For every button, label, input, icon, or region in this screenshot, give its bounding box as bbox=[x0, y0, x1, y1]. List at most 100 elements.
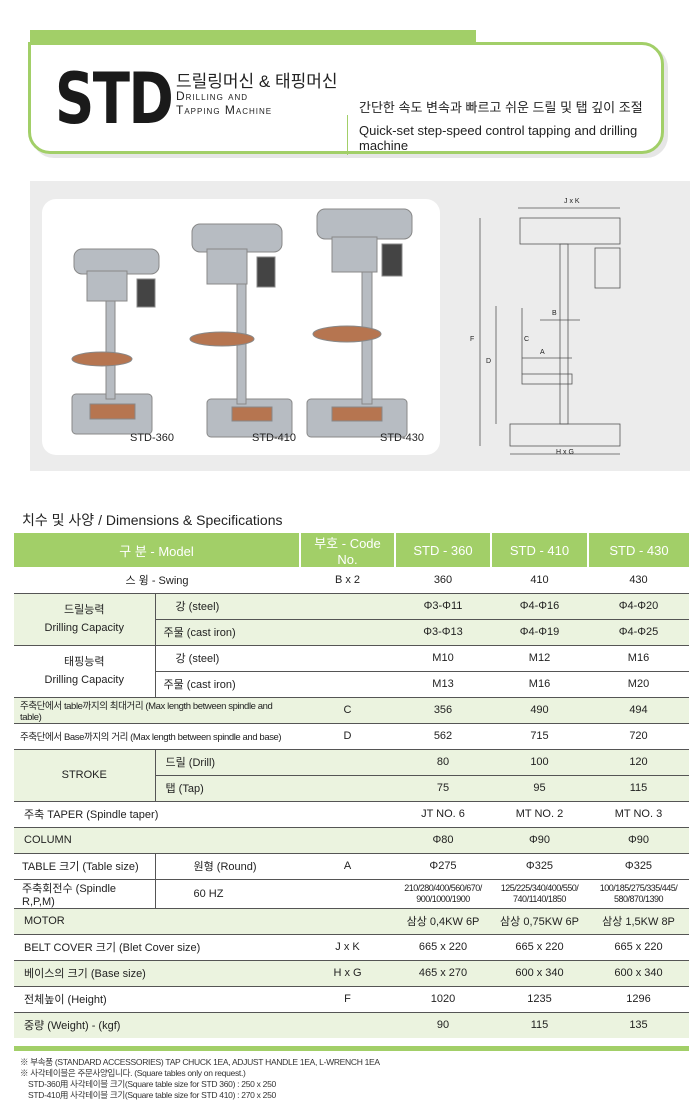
label-kr: 드릴능력 bbox=[64, 604, 105, 616]
rpm-line: 210/280/400/560/670/ bbox=[404, 882, 482, 893]
code bbox=[300, 775, 395, 802]
divider bbox=[347, 115, 348, 155]
label-c: C bbox=[524, 336, 530, 343]
header-std430: STD - 430 bbox=[588, 533, 689, 567]
sub-label: 주물 (cast iron) bbox=[155, 619, 300, 646]
value: 210/280/400/560/670/900/1000/1900 bbox=[395, 879, 491, 909]
title-en-line1: Drilling and bbox=[176, 89, 249, 103]
caption-std-430: STD-430 bbox=[380, 432, 425, 444]
product-photos: STD-360 STD-410 STD-430 bbox=[42, 199, 440, 455]
value: 100 bbox=[491, 749, 588, 776]
code: F bbox=[300, 986, 395, 1013]
value: Φ275 bbox=[395, 853, 491, 880]
rpm-line: 740/1140/1850 bbox=[513, 893, 566, 904]
machine-std-360 bbox=[71, 248, 160, 435]
value: 430 bbox=[588, 567, 689, 594]
code bbox=[300, 1012, 395, 1038]
value: 1235 bbox=[491, 986, 588, 1013]
rpm-line: 125/225/340/400/550/ bbox=[500, 882, 579, 893]
value: 90 bbox=[395, 1012, 491, 1038]
value: M16 bbox=[588, 645, 689, 672]
value: 1020 bbox=[395, 986, 491, 1013]
row-label: 주축 TAPER (Spindle taper) bbox=[14, 801, 300, 828]
table-row: 주축단에서 table까지의 최대거리 (Max length between … bbox=[14, 697, 689, 724]
machine-std-430 bbox=[306, 208, 413, 438]
value: 665 x 220 bbox=[588, 934, 689, 961]
title-korean: 드릴링머신 & 태핑머신 bbox=[176, 72, 338, 91]
value: 356 bbox=[395, 697, 491, 724]
value: 665 x 220 bbox=[395, 934, 491, 961]
code bbox=[300, 801, 395, 828]
spec-table: 구 분 - Model 부호 - Code No. STD - 360 STD … bbox=[14, 533, 689, 1038]
value: M10 bbox=[395, 645, 491, 672]
row-label: TABLE 크기 (Table size) bbox=[14, 853, 156, 880]
value: M12 bbox=[491, 645, 588, 672]
value: 494 bbox=[588, 697, 689, 724]
value: 75 bbox=[395, 775, 491, 802]
code bbox=[300, 645, 395, 672]
tagline-korean: 간단한 속도 변속과 빠르고 쉬운 드릴 및 탭 깊이 조절 bbox=[359, 100, 643, 115]
sub-label: 드릴 (Drill) bbox=[155, 749, 300, 776]
code: D bbox=[300, 723, 395, 750]
machine-std-410 bbox=[189, 223, 293, 438]
rpm-line: 100/185/275/335/445/ bbox=[599, 882, 678, 893]
code bbox=[300, 749, 395, 776]
code bbox=[300, 593, 395, 620]
note-accessories: ※ 부속품 (STANDARD ACCESSORIES) TAP CHUCK 1… bbox=[20, 1057, 380, 1067]
value: 95 bbox=[491, 775, 588, 802]
value: Φ325 bbox=[491, 853, 588, 880]
value: Φ3-Φ13 bbox=[395, 619, 491, 646]
header-std360: STD - 360 bbox=[395, 533, 492, 567]
value: 삼상 1,5KW 8P bbox=[588, 908, 689, 935]
value: M13 bbox=[395, 671, 491, 698]
sub-label: 탭 (Tap) bbox=[155, 775, 300, 802]
sub-label: 60 HZ bbox=[155, 879, 300, 909]
tagline-english: Quick-set step-speed control tapping and… bbox=[359, 123, 638, 153]
label-d: D bbox=[486, 358, 492, 365]
value: Φ325 bbox=[588, 853, 689, 880]
value: 135 bbox=[588, 1012, 689, 1038]
value: M16 bbox=[491, 671, 588, 698]
caption-std-360: STD-360 bbox=[130, 432, 175, 444]
value: 562 bbox=[395, 723, 491, 750]
sub-label: 강 (steel) bbox=[155, 593, 300, 620]
value: Φ4-Φ25 bbox=[588, 619, 689, 646]
label-a: A bbox=[540, 349, 545, 356]
header-std410: STD - 410 bbox=[491, 533, 589, 567]
rpm-line: 580/870/1390 bbox=[613, 893, 664, 904]
sub-label: 강 (steel) bbox=[155, 645, 300, 672]
dimension-drawing: J x K H x G B C A D F bbox=[460, 196, 625, 461]
header-accent-bar bbox=[30, 30, 476, 44]
value: 720 bbox=[588, 723, 689, 750]
value: 삼상 0,75KW 6P bbox=[491, 908, 588, 935]
value: MT NO. 3 bbox=[588, 801, 689, 828]
title-en-line2: Tapping Machine bbox=[176, 103, 273, 117]
value: 삼상 0,4KW 6P bbox=[395, 908, 491, 935]
value: Φ3-Φ11 bbox=[395, 593, 491, 620]
value: 125/225/340/400/550/740/1140/1850 bbox=[491, 879, 588, 909]
value: 410 bbox=[491, 567, 588, 594]
code: A bbox=[300, 853, 395, 880]
label-kr: 태핑능력 bbox=[64, 656, 105, 668]
footnotes: ※ 부속품 (STANDARD ACCESSORIES) TAP CHUCK 1… bbox=[20, 1057, 380, 1101]
row-label: 스 윙 - Swing bbox=[14, 567, 300, 594]
code: H x G bbox=[300, 960, 395, 987]
value: 715 bbox=[491, 723, 588, 750]
row-label: STROKE bbox=[14, 749, 156, 802]
label-b: B bbox=[552, 310, 557, 317]
label-hg: H x G bbox=[556, 449, 574, 456]
